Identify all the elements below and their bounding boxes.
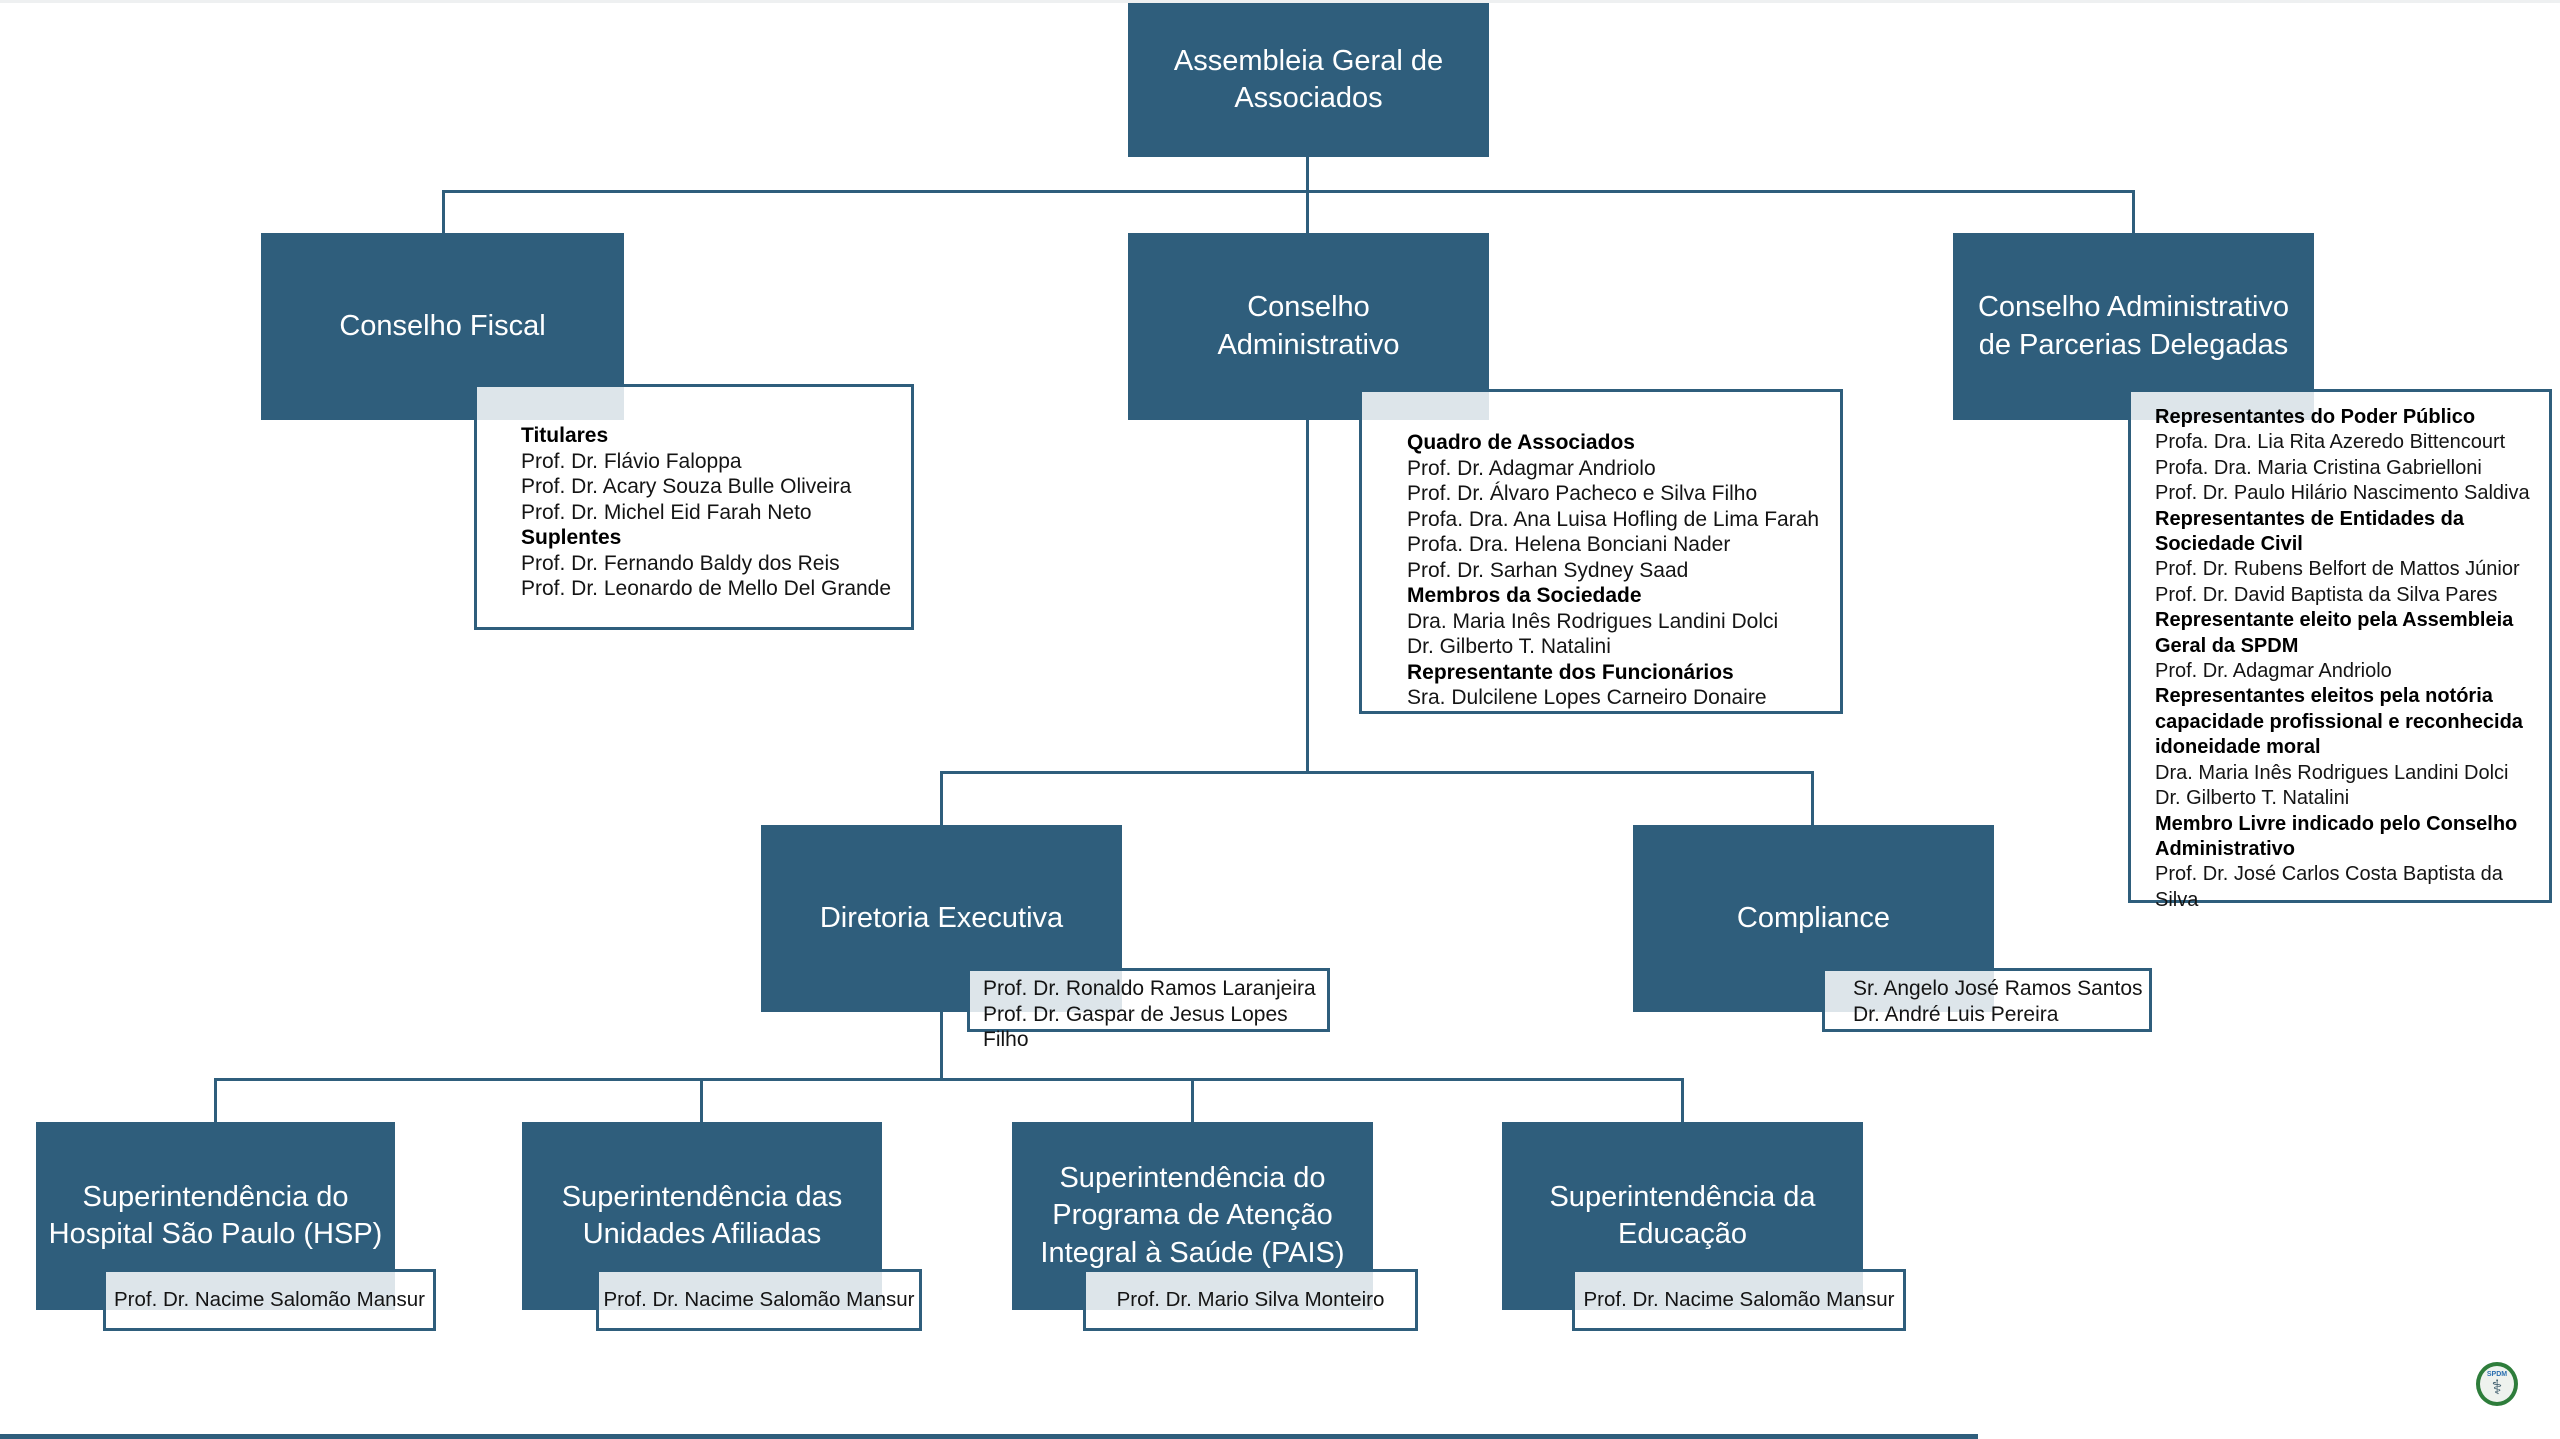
node-title: Conselho Administrativo	[1217, 291, 1400, 361]
member-name: Sr. Angelo José Ramos Santos	[1853, 977, 2143, 1000]
member-name: Prof. Dr. Gaspar de Jesus Lopes Filho	[983, 1002, 1288, 1052]
member-group-heading: Membros da Sociedade	[1407, 584, 1642, 607]
member-name: Prof. Dr. Sarhan Sydney Saad	[1407, 558, 1689, 582]
member-name: Prof. Dr. David Baptista da Silva Pares	[2155, 583, 2498, 606]
member-name: Prof. Dr. José Carlos Costa Baptista da …	[2155, 863, 2503, 911]
member-name: Prof. Dr. Paulo Hilário Nascimento Saldi…	[2155, 482, 2530, 505]
member-name: Prof. Dr. Flávio Faloppa	[521, 449, 742, 473]
connector-level4-horizontal	[214, 1078, 1684, 1081]
member-name: Profa. Dra. Lia Rita Azeredo Bittencourt	[2155, 431, 2506, 454]
member-name: Prof. Dr. Nacime Salomão Mansur	[113, 1288, 426, 1312]
node-title: Conselho Fiscal	[339, 309, 546, 342]
connector-afiliadas-up	[700, 1078, 703, 1122]
spdm-logo-label: SPDM	[2486, 1370, 2508, 1378]
member-group-heading: Representante eleito pela Assembleia Ger…	[2155, 609, 2514, 657]
connector-diretoria-up	[940, 771, 943, 825]
connector-parcerias-up	[2132, 190, 2135, 233]
member-group-heading: Representante dos Funcionários	[1407, 660, 1734, 684]
member-name: Prof. Dr. Ronaldo Ramos Laranjeira	[983, 977, 1316, 1000]
member-name: Dra. Maria Inês Rodrigues Landini Dolci	[1407, 609, 1779, 633]
member-name: Prof. Dr. Adagmar Andriolo	[2155, 660, 2392, 683]
member-name: Prof. Dr. Álvaro Pacheco e Silva Filho	[1407, 482, 1758, 505]
member-name: Prof. Dr. Michel Eid Farah Neto	[521, 500, 812, 524]
member-name: Profa. Dra. Helena Bonciani Nader	[1407, 533, 1731, 556]
connector-compliance-up	[1811, 771, 1814, 825]
node-title: Superintendência do Hospital São Paulo (…	[48, 1180, 383, 1250]
member-group-heading: Representantes do Poder Público	[2155, 406, 2476, 428]
connector-level2-horizontal	[442, 190, 2135, 193]
member-name: Dr. Gilberto T. Natalini	[1407, 635, 1611, 658]
member-name: Prof. Dr. Mario Silva Monteiro	[1116, 1288, 1385, 1312]
member-name: Dra. Maria Inês Rodrigues Landini Dolci	[2155, 761, 2509, 784]
connector-fiscal-up	[442, 190, 445, 233]
connector-admin-down	[1306, 420, 1309, 772]
member-group-heading: Membro Livre indicado pelo Conselho Admi…	[2155, 812, 2518, 860]
member-name: Dr. André Luis Pereira	[1853, 1002, 2059, 1026]
connector-level3-horizontal	[940, 771, 1814, 774]
member-name: Profa. Dra. Ana Luisa Hofling de Lima Fa…	[1407, 507, 1820, 531]
connector-diretoria-down	[940, 1012, 943, 1081]
node-title: Assembleia Geral de Associados	[1173, 44, 1444, 114]
node-title: Compliance	[1736, 901, 1891, 934]
top-edge-strip	[0, 0, 2560, 3]
member-group-heading: Suplentes	[521, 526, 622, 549]
connector-educacao-up	[1681, 1078, 1684, 1122]
node-conselho-administrativo: Conselho Administrativo	[1128, 233, 1489, 420]
member-name: Sra. Dulcilene Lopes Carneiro Donaire	[1407, 686, 1767, 709]
node-title: Superintendência das Unidades Afiliadas	[561, 1180, 843, 1250]
connector-assembleia-down	[1306, 157, 1309, 233]
connector-hsp-up	[214, 1078, 217, 1122]
member-name: Prof. Dr. Nacime Salomão Mansur	[1583, 1288, 1895, 1312]
member-name: Prof. Dr. Acary Souza Bulle Oliveira	[521, 475, 852, 498]
node-title: Superintendência da Educação	[1549, 1180, 1816, 1250]
node-title: Diretoria Executiva	[819, 901, 1064, 934]
members-card-superintendencia-hsp: Prof. Dr. Nacime Salomão Mansur	[103, 1269, 436, 1331]
member-name: Dr. Gilberto T. Natalini	[2155, 787, 2350, 810]
member-name: Prof. Dr. Nacime Salomão Mansur	[603, 1288, 915, 1312]
member-group-heading: Titulares	[521, 424, 609, 447]
member-name: Prof. Dr. Fernando Baldy dos Reis	[521, 551, 840, 575]
member-name: Prof. Dr. Rubens Belfort de Mattos Júnio…	[2155, 558, 2520, 581]
node-conselho-parcerias: Conselho Administrativo de Parcerias Del…	[1953, 233, 2314, 420]
node-title: Superintendência do Programa de Atenção …	[1040, 1162, 1345, 1269]
members-card-superintendencia-afiliadas: Prof. Dr. Nacime Salomão Mansur	[596, 1269, 922, 1331]
member-group-heading: Representantes eleitos pela notória capa…	[2155, 685, 2523, 759]
connector-pais-up	[1191, 1078, 1194, 1122]
member-name: Prof. Dr. Leonardo de Mello Del Grande	[521, 577, 892, 600]
caduceus-icon: ⚕	[2491, 1376, 2503, 1399]
footer-accent-bar	[0, 1434, 1978, 1439]
node-assembleia-geral: Assembleia Geral de Associados	[1128, 3, 1489, 157]
node-title: Conselho Administrativo de Parcerias Del…	[1977, 291, 2290, 361]
spdm-logo: SPDM ⚕	[2476, 1362, 2518, 1406]
member-name: Prof. Dr. Adagmar Andriolo	[1407, 456, 1656, 480]
member-group-heading: Quadro de Associados	[1407, 431, 1635, 454]
members-card-superintendencia-pais: Prof. Dr. Mario Silva Monteiro	[1083, 1269, 1418, 1331]
member-group-heading: Representantes de Entidades da Sociedade…	[2155, 507, 2464, 556]
member-name: Profa. Dra. Maria Cristina Gabrielloni	[2155, 456, 2482, 479]
members-card-superintendencia-educacao: Prof. Dr. Nacime Salomão Mansur	[1572, 1269, 1906, 1331]
